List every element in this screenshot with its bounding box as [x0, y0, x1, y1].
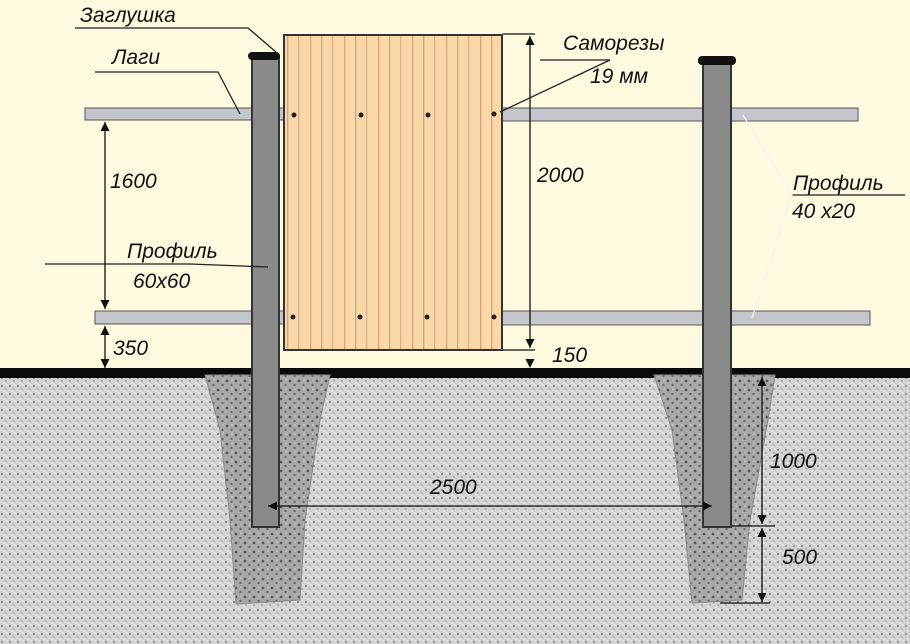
rails-label: Лаги	[110, 46, 160, 69]
cap-label: Заглушка	[80, 4, 176, 27]
dim-post-spacing: 2500	[429, 476, 477, 499]
screws-size-label: 19 мм	[590, 65, 648, 88]
post-profile-size-label: 60х60	[133, 270, 191, 293]
leader-lines	[45, 27, 905, 268]
dimension-lines	[100, 33, 775, 604]
right-post-cap	[698, 56, 736, 65]
rail-profile-label: Профиль	[793, 172, 884, 195]
lower-rail-right	[499, 310, 871, 326]
post-profile-label: Профиль	[127, 240, 218, 263]
screws	[290, 111, 497, 320]
dim-rail-spacing: 1600	[110, 170, 157, 193]
soil	[0, 376, 910, 644]
left-post-cap	[248, 52, 280, 60]
rail-profile-size-label: 40 х20	[792, 200, 855, 223]
dim-sheet-height: 2000	[536, 164, 584, 187]
dim-lower-rail-height: 350	[113, 337, 148, 360]
upper-rail-right	[499, 107, 859, 122]
dim-concrete-below: 500	[782, 546, 817, 569]
leader-lines-light	[742, 114, 793, 319]
dim-post-depth: 1000	[770, 450, 817, 473]
corrugated-sheet	[283, 34, 503, 351]
ground-line	[0, 368, 910, 378]
dim-sheet-gap: 150	[552, 344, 587, 367]
screws-label: Саморезы	[563, 32, 665, 55]
left-post	[251, 56, 280, 528]
right-post	[702, 61, 732, 528]
